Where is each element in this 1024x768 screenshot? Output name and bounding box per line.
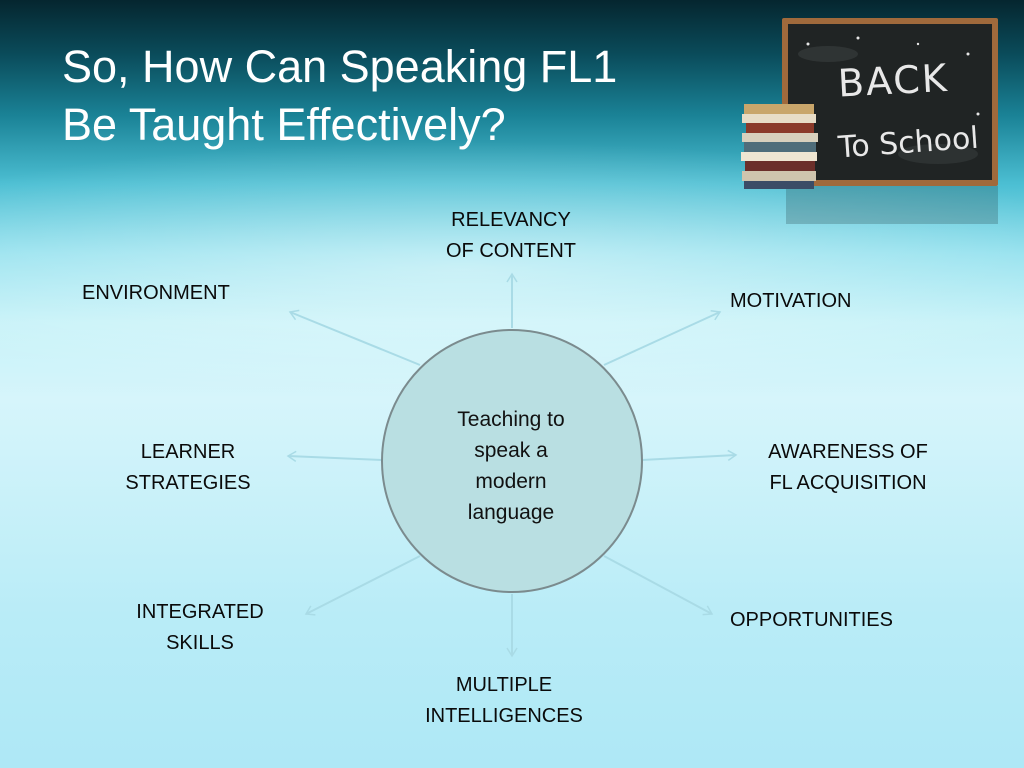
node-environment-line-1: ENVIRONMENT [82, 282, 230, 304]
arrow-integrated [304, 555, 421, 616]
svg-text:BACK: BACK [837, 56, 950, 106]
node-relevancy-line-1: RELEVANCY [451, 209, 571, 231]
node-integrated-skills: INTEGRATED SKILLS [110, 597, 290, 659]
slide-title: So, How Can Speaking FL1 Be Taught Effec… [62, 38, 617, 154]
title-line-2: Be Taught Effectively? [62, 99, 506, 150]
title-line-1: So, How Can Speaking FL1 [62, 41, 618, 92]
node-awareness-line-2: FL ACQUISITION [769, 472, 927, 494]
node-relevancy-line-2: OF CONTENT [446, 240, 576, 262]
center-node-text: Teaching to speak a modern language [432, 404, 590, 528]
center-circle [381, 329, 643, 593]
center-line-4: language [467, 501, 555, 524]
node-opportunities: OPPORTUNITIES [730, 605, 893, 636]
node-learner-strategies: LEARNER STRATEGIES [98, 437, 278, 499]
node-relevancy: RELEVANCY OF CONTENT [411, 205, 611, 267]
node-environment: ENVIRONMENT [82, 278, 230, 309]
node-motivation-line-1: MOTIVATION [730, 290, 852, 312]
arrow-environment [288, 309, 421, 366]
arrow-opportunities [603, 555, 714, 616]
node-integrated-line-2: SKILLS [166, 632, 234, 654]
arrow-awareness [641, 449, 738, 462]
node-multiple-line-2: INTELLIGENCES [425, 705, 583, 727]
center-line-1: Teaching to [457, 408, 565, 431]
node-multiple-intelligences: MULTIPLE INTELLIGENCES [398, 670, 610, 732]
node-awareness-line-1: AWARENESS OF [768, 441, 928, 463]
node-awareness: AWARENESS OF FL ACQUISITION [738, 437, 958, 499]
node-learner-line-1: LEARNER [140, 441, 236, 463]
node-motivation: MOTIVATION [730, 286, 851, 317]
node-multiple-line-1: MULTIPLE [455, 674, 553, 696]
node-integrated-line-1: INTEGRATED [136, 601, 264, 623]
back-to-school-image: BACK To School [741, 18, 998, 224]
center-line-3: modern [475, 470, 547, 493]
arrow-motivation [603, 310, 722, 366]
node-learner-line-2: STRATEGIES [125, 472, 251, 494]
center-line-2: speak a [474, 439, 548, 462]
arrow-learner [286, 450, 383, 462]
node-opportunities-line-1: OPPORTUNITIES [730, 609, 893, 631]
